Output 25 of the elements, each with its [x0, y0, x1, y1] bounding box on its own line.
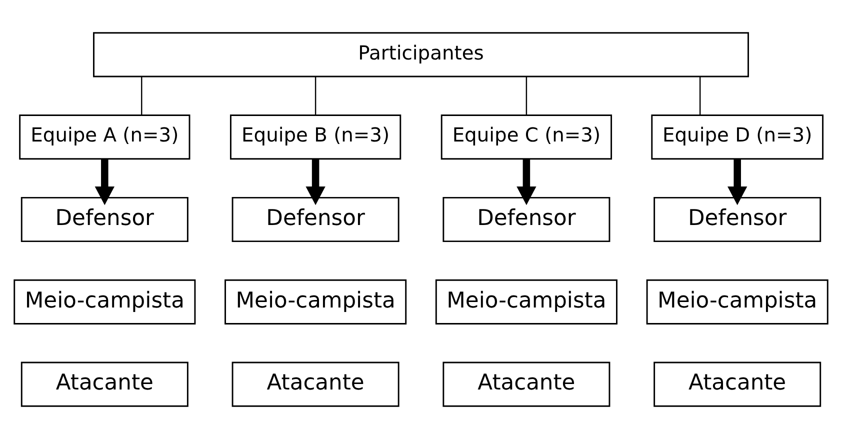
node-box: Defensor [442, 196, 610, 242]
node-box: Defensor [653, 196, 821, 242]
node-box: Defensor [20, 196, 188, 242]
node-box: Equipe B (n=3) [229, 114, 401, 160]
node-box: Equipe C (n=3) [440, 114, 612, 160]
connector [314, 76, 316, 115]
node-box: Equipe A (n=3) [18, 114, 190, 160]
node-box: Meio-campista [434, 279, 617, 324]
arrow [94, 159, 114, 206]
connector [140, 76, 142, 115]
node-box: Equipe D (n=3) [650, 114, 824, 160]
node-box: Atacante [20, 362, 188, 407]
arrow [305, 159, 325, 206]
node-box: Atacante [653, 362, 821, 407]
connector [698, 76, 700, 115]
node-box: Defensor [231, 196, 399, 242]
arrow [727, 159, 747, 206]
node-box: Atacante [231, 362, 399, 407]
node-box: Participantes [92, 32, 748, 78]
node-box: Meio-campista [224, 279, 406, 324]
arrow [516, 159, 536, 206]
node-box: Meio-campista [646, 279, 828, 324]
node-box: Atacante [442, 362, 610, 407]
node-box: Meio-campista [13, 279, 196, 324]
connector [525, 76, 527, 115]
